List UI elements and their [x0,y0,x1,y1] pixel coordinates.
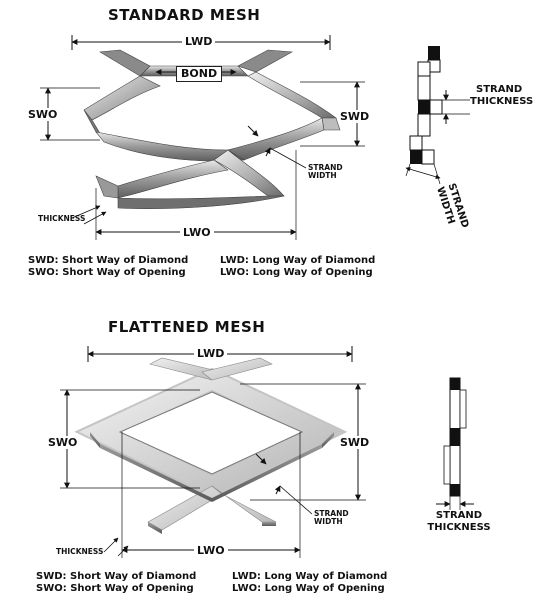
flattened-legend-right: LWD: Long Way of Diamond LWO: Long Way o… [232,571,388,594]
standard-lwo-label: LWO [180,227,214,238]
flattened-side-profile [436,377,474,510]
flattened-lwd-label: LWD [194,348,228,359]
flattened-swd-label: SWD [340,436,370,449]
standard-lwd-label: LWD [182,36,216,47]
flattened-legend-left: SWD: Short Way of Diamond SWO: Short Way… [36,571,197,594]
flattened-mesh-title: FLATTENED MESH [108,318,266,336]
flattened-mesh-shape [74,357,348,534]
standard-mesh-drawing [40,35,470,240]
standard-swo-label: SWO [28,108,58,121]
flattened-lwo-label: LWO [194,545,228,556]
standard-side-strand-thickness-label: STRAND THICKNESS [470,84,534,107]
flattened-side-strand-thickness-label: STRAND THICKNESS [427,510,491,533]
flattened-swo-label: SWO [48,436,78,449]
standard-side-profile [405,46,470,185]
standard-swd-label: SWD [340,110,370,123]
standard-thickness-label: THICKNESS [38,214,86,223]
standard-mesh-title: STANDARD MESH [108,6,261,24]
bond-label: BOND [176,66,223,82]
flattened-thickness-label: THICKNESS [56,547,104,556]
standard-legend-right: LWD: Long Way of Diamond LWO: Long Way o… [220,255,376,278]
standard-legend-left: SWD: Short Way of Diamond SWO: Short Way… [28,255,189,278]
